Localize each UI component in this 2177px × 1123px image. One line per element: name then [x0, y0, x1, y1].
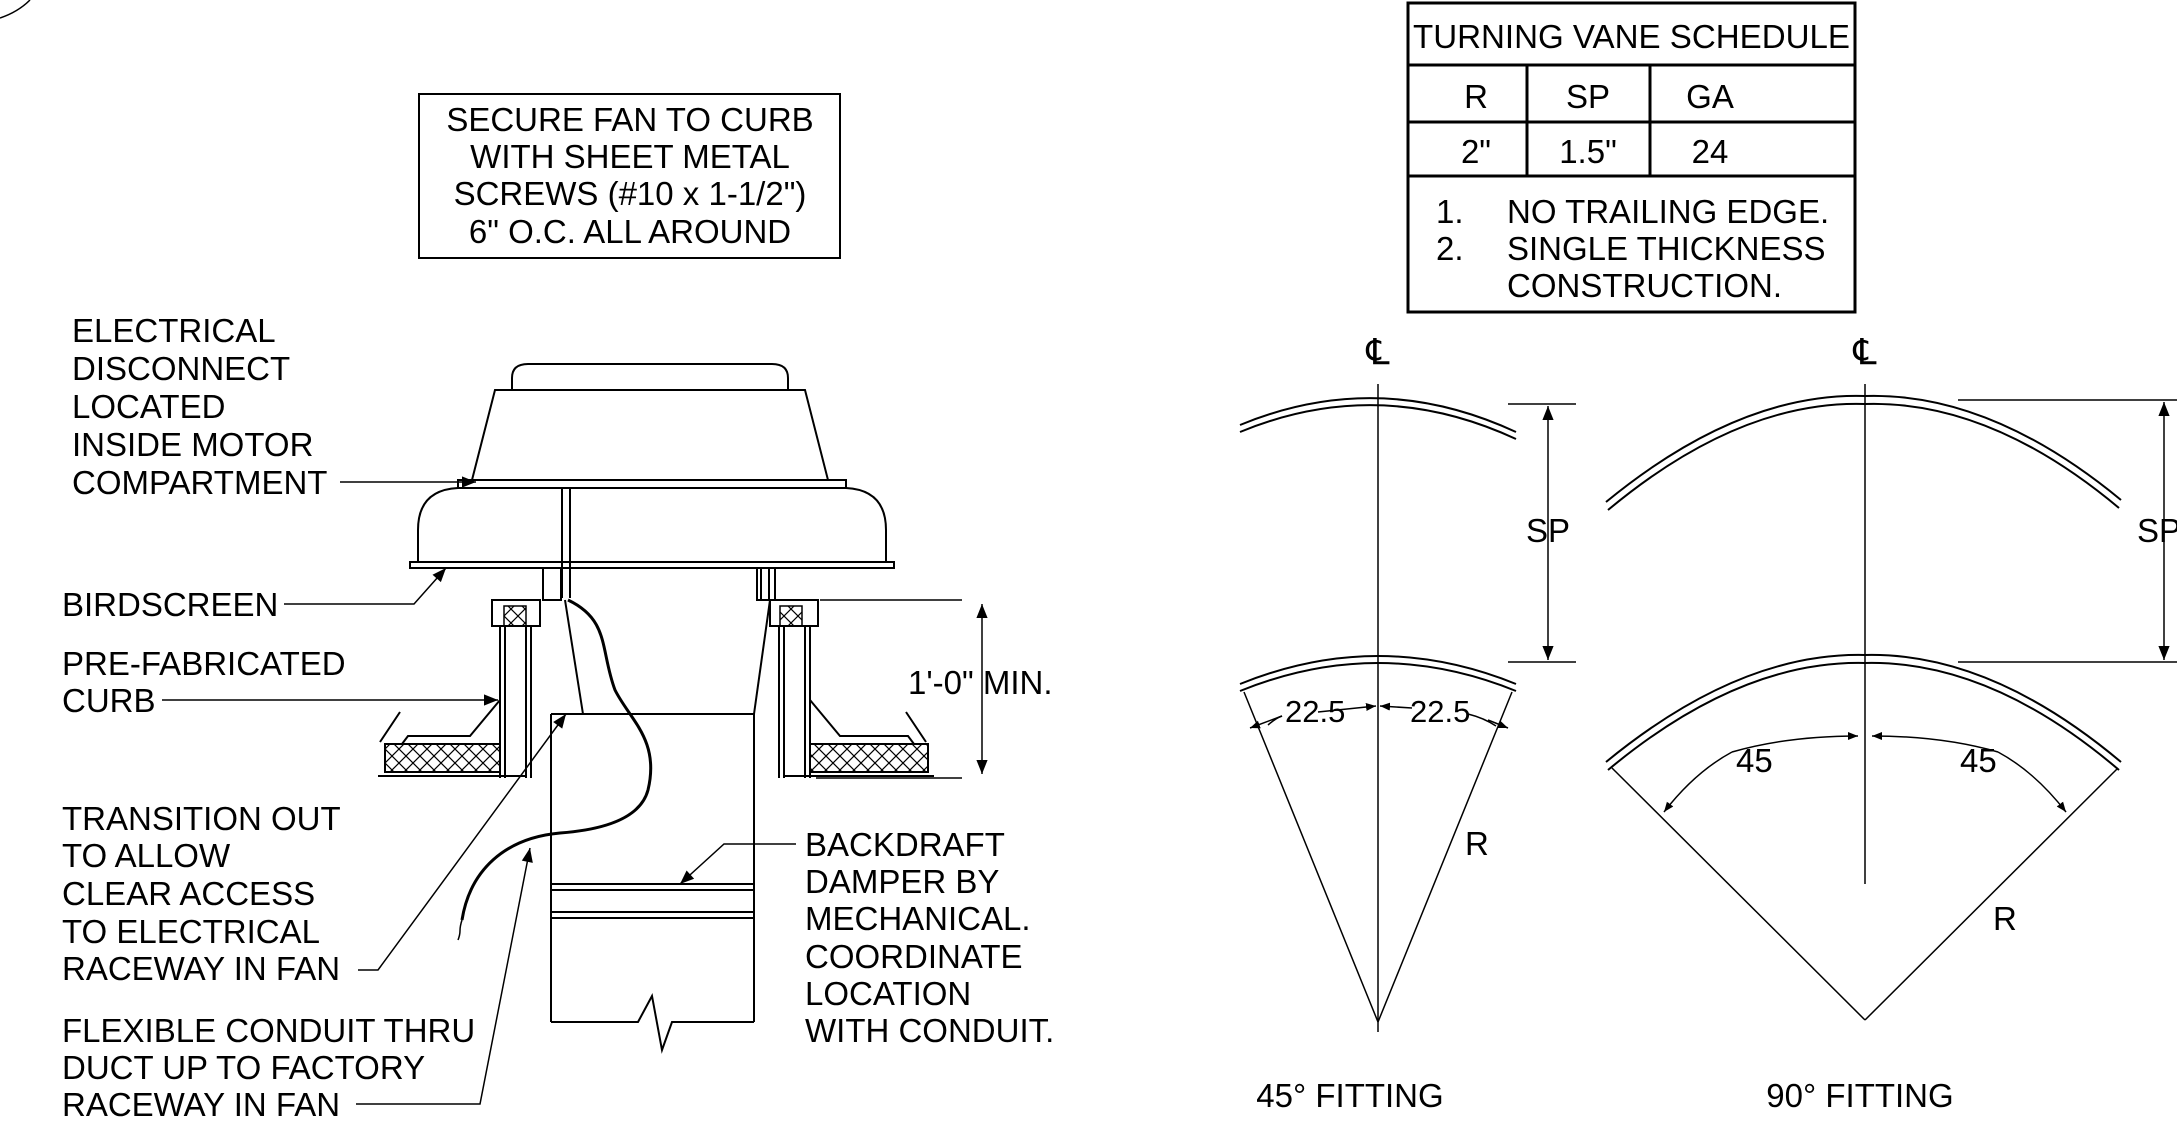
- callout-line: DUCT UP TO FACTORY: [62, 1049, 425, 1086]
- centerline-symbol: ℄: [1852, 331, 1876, 372]
- callout-conduit: FLEXIBLE CONDUIT THRU DUCT UP TO FACTORY…: [62, 847, 533, 1123]
- fitting-90-caption: 90° FITTING: [1766, 1077, 1953, 1114]
- schedule-title: TURNING VANE SCHEDULE: [1413, 18, 1850, 55]
- callout-line: BACKDRAFT: [805, 826, 1005, 863]
- duct-break-line: [551, 993, 754, 1054]
- note-line: 6" O.C. ALL AROUND: [469, 213, 791, 250]
- callout-line: RACEWAY IN FAN: [62, 950, 340, 987]
- callout-line: LOCATED: [72, 388, 225, 425]
- schedule-header-sp: SP: [1566, 78, 1610, 115]
- callout-electrical-disconnect: ELECTRICAL DISCONNECT LOCATED INSIDE MOT…: [72, 312, 476, 501]
- fan-top-cap: [511, 363, 789, 390]
- r-label: R: [1993, 900, 2017, 937]
- callout-line: FLEXIBLE CONDUIT THRU: [62, 1012, 475, 1049]
- schedule-note-text: SINGLE THICKNESS: [1507, 230, 1825, 267]
- fitting-45-caption: 45° FITTING: [1256, 1077, 1443, 1114]
- callout-line: ELECTRICAL: [72, 312, 276, 349]
- schedule-cell-sp: 1.5": [1559, 133, 1617, 170]
- callout-line: TRANSITION OUT: [62, 800, 341, 837]
- callout-backdraft-damper: BACKDRAFT DAMPER BY MECHANICAL. COORDINA…: [679, 826, 1054, 1049]
- angle-left-label: 22.5: [1285, 694, 1345, 729]
- min-height-label: 1'-0" MIN.: [908, 664, 1053, 701]
- callout-curb: PRE-FABRICATED CURB: [62, 645, 498, 719]
- fan-flange: [457, 479, 847, 489]
- callout-line: TO ELECTRICAL: [62, 913, 320, 950]
- callout-line: DAMPER BY: [805, 863, 999, 900]
- schedule-cell-r: 2": [1461, 133, 1491, 170]
- callout-line: PRE-FABRICATED: [62, 645, 346, 682]
- callout-line: CURB: [62, 682, 156, 719]
- callout-transition: TRANSITION OUT TO ALLOW CLEAR ACCESS TO …: [62, 713, 567, 987]
- callout-line: RACEWAY IN FAN: [62, 1086, 340, 1123]
- callout-line: WITH CONDUIT.: [805, 1012, 1054, 1049]
- flexible-conduit: [460, 598, 653, 921]
- turning-vane-schedule: TURNING VANE SCHEDULE R SP GA 2" 1.5" 24…: [1406, 1, 1857, 314]
- sp-label: SP: [2137, 512, 2177, 549]
- centerline-symbol: ℄: [1365, 331, 1389, 372]
- motor-housing: [470, 389, 830, 481]
- angle-right-label: 22.5: [1410, 694, 1470, 729]
- callout-line: TO ALLOW: [62, 837, 231, 874]
- schedule-note-num: 1.: [1436, 193, 1464, 230]
- note-box: SECURE FAN TO CURB WITH SHEET METAL SCRE…: [418, 93, 841, 259]
- callout-line: LOCATION: [805, 975, 971, 1012]
- callout-line: CLEAR ACCESS: [62, 875, 315, 912]
- fan-assembly: [409, 363, 895, 601]
- note-line: SECURE FAN TO CURB: [446, 101, 813, 138]
- angle-right-label: 45: [1960, 742, 1997, 779]
- schedule-note-num: 2.: [1436, 230, 1464, 267]
- note-line: WITH SHEET METAL: [470, 138, 790, 175]
- fitting-45-diagram: ℄ SP R 22.5 22.5 45° FITTING: [1239, 331, 1576, 1114]
- schedule-header-ga: GA: [1686, 78, 1734, 115]
- note-line: SCREWS (#10 x 1-1/2"): [454, 175, 807, 212]
- schedule-header-r: R: [1464, 78, 1488, 115]
- callout-line: COORDINATE: [805, 938, 1023, 975]
- schedule-note-text: NO TRAILING EDGE.: [1507, 193, 1829, 230]
- exhaust-duct: [457, 598, 771, 1054]
- callout-line: DISCONNECT: [72, 350, 290, 387]
- callout-line: MECHANICAL.: [805, 900, 1031, 937]
- schedule-cell-ga: 24: [1692, 133, 1729, 170]
- fan-shroud: [417, 487, 887, 566]
- sp-label: SP: [1526, 512, 1570, 549]
- curb-height-dimension: 1'-0" MIN.: [908, 604, 1053, 774]
- callout-line: COMPARTMENT: [72, 464, 327, 501]
- border-arc-fragment: [0, 0, 31, 19]
- callout-birdscreen: BIRDSCREEN: [62, 567, 447, 623]
- roof-curb: [378, 599, 962, 779]
- r-label: R: [1465, 825, 1489, 862]
- callout-line: INSIDE MOTOR: [72, 426, 313, 463]
- schedule-note-text: CONSTRUCTION.: [1507, 267, 1782, 304]
- callout-line: BIRDSCREEN: [62, 586, 278, 623]
- angle-left-label: 45: [1736, 742, 1773, 779]
- fan-base-rim: [409, 561, 895, 569]
- fitting-90-diagram: ℄ SP R 45 45 90° FITTING: [1605, 331, 2177, 1114]
